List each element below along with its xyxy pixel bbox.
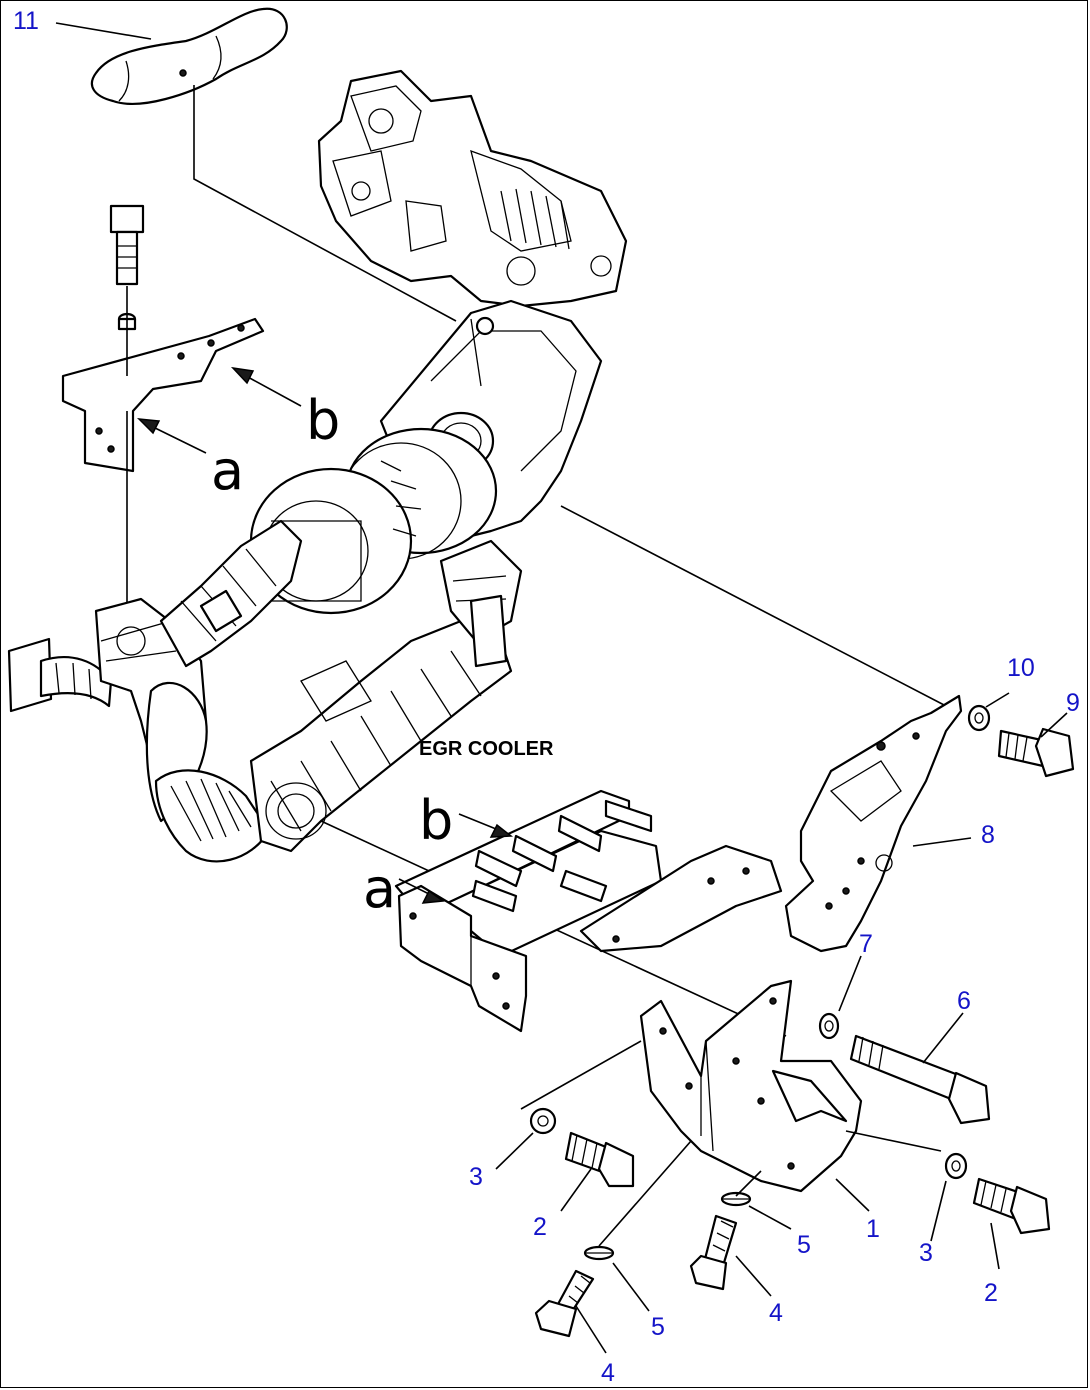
view-letter-a-bottom: a [363,857,396,920]
callout-1[interactable]: 1 [866,1215,880,1243]
leader-part-7 [838,955,862,1012]
leader-part-9 [1040,712,1068,738]
callout-4-lower[interactable]: 4 [601,1359,615,1387]
callout-7[interactable]: 7 [859,930,873,958]
bracket-part-1[interactable] [639,979,863,1193]
callout-9[interactable]: 9 [1066,689,1080,717]
callout-5-lower[interactable]: 5 [651,1313,665,1341]
washer-part-5-lower[interactable] [583,1245,615,1261]
callout-8[interactable]: 8 [981,821,995,849]
turbocharger-wheel[interactable] [249,411,498,615]
guide-part-5-lower [598,1140,692,1247]
leader-part-1 [835,1178,870,1212]
bolt-part-4-upper[interactable] [689,1214,738,1291]
guide-turbo-to-bracket [560,505,947,707]
bolt-part-2-left[interactable] [564,1131,635,1188]
bracket-part-8[interactable] [784,694,963,953]
callout-3-right[interactable]: 3 [919,1239,933,1267]
arrow-b-bottom [458,813,514,838]
leader-part-4-upper [735,1255,772,1297]
bellows-lower[interactable] [154,769,271,863]
washer-part-7[interactable] [818,1012,840,1040]
callout-6[interactable]: 6 [957,987,971,1015]
egr-cooler-outlet[interactable] [439,539,523,668]
view-letter-b-top: b [306,389,340,452]
washer-part-10[interactable] [967,704,991,732]
washer-part-3-left[interactable] [529,1107,557,1135]
guide-hose-to-engine [193,85,457,322]
exhaust-pipe-middle[interactable] [159,519,303,668]
egr-cooler-caption: EGR COOLER [419,738,554,760]
arrow-a-bottom [398,878,446,904]
washer-part-3-right[interactable] [944,1152,968,1180]
callout-2-left[interactable]: 2 [533,1213,547,1241]
lower-mid-bracket[interactable] [579,844,783,953]
callout-4-upper[interactable]: 4 [769,1299,783,1327]
callout-10[interactable]: 10 [1007,654,1035,682]
leader-part-4-lower [575,1305,607,1354]
arrow-a-top [136,418,207,454]
bolt-part-4-lower[interactable] [534,1269,595,1338]
guide-part-4-upper [735,1170,762,1197]
lower-left-bracket[interactable] [397,884,528,1033]
washer-part-5-upper[interactable] [720,1191,752,1207]
lower-mounting-frame[interactable] [394,789,663,958]
mounting-pins [471,799,653,913]
egr-cooler-body[interactable] [249,619,513,853]
guide-part-3-right [845,1130,942,1152]
callout-5-upper[interactable]: 5 [797,1231,811,1259]
egr-valve-assembly[interactable] [317,69,628,308]
leader-part-3-left [495,1132,534,1170]
leader-part-6 [922,1012,964,1064]
leader-part-3-right [930,1180,947,1242]
view-letter-a-top: a [211,439,244,502]
leader-part-2-right [990,1222,1000,1270]
hose-part-11[interactable] [90,7,288,105]
leader-part-5-upper [748,1205,792,1230]
exhaust-flange-left[interactable] [7,637,113,713]
bolt-part-2-right[interactable] [972,1177,1051,1235]
leader-part-10 [985,692,1010,708]
bolt-part-6[interactable] [849,1034,991,1125]
bolt-part-9[interactable] [997,727,1075,778]
upper-bolt[interactable] [109,204,145,286]
callout-3-left[interactable]: 3 [469,1163,483,1191]
callout-11[interactable]: 11 [13,7,39,35]
arrow-b-top [230,366,302,407]
upper-bracket[interactable] [61,317,265,473]
leader-part-2-left [560,1168,592,1212]
leader-part-5-lower [612,1262,650,1312]
view-letter-b-bottom: b [419,789,453,852]
callout-2-right[interactable]: 2 [984,1279,998,1307]
guide-part-3-left [520,1040,642,1110]
leader-part-8 [912,837,972,847]
leader-part-11 [55,22,152,40]
